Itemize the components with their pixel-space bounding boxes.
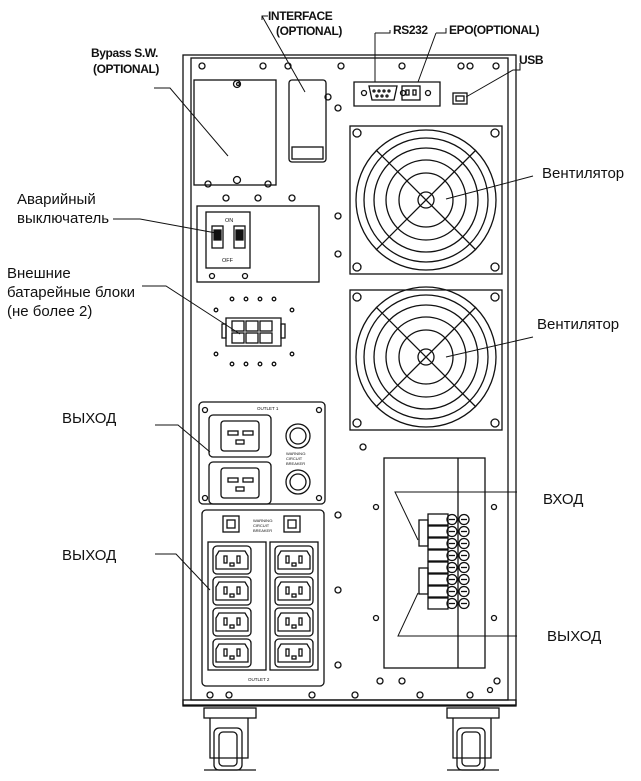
output-lower-label: ВЫХОД (62, 547, 117, 564)
terminal-panel (372, 457, 498, 694)
terminal-screw (427, 537, 470, 550)
fan-bottom-label: Вентилятор (537, 316, 620, 333)
terminal-screw (427, 525, 470, 538)
interface-slot (288, 79, 332, 163)
output-panel (198, 401, 326, 505)
battery-label-line2: батарейные блоки (7, 284, 136, 301)
terminal-screw (427, 561, 470, 574)
c13-outlet (274, 545, 314, 575)
c13-outlet (212, 638, 252, 668)
leader-lines (113, 15, 534, 637)
c13-outlet (274, 607, 314, 637)
bypass-label-line1: Bypass S.W. (91, 46, 158, 60)
breaker-off-mark: OFF (222, 258, 234, 264)
caster-right (446, 707, 500, 771)
bypass-label-line2: (OPTIONAL) (93, 62, 159, 76)
emergency-breaker (196, 205, 320, 283)
warning-top-line3: BREAKER (286, 461, 305, 466)
outlet2-mark: OUTLET 2 (248, 677, 270, 682)
output-upper-label: ВЫХОД (62, 410, 117, 427)
outlet1-mark: OUTLET 1 (257, 406, 279, 411)
rs232-epo-bracket (353, 81, 441, 107)
interface-label-line2: (OPTIONAL) (276, 24, 342, 38)
terminal-screw (427, 585, 470, 598)
c13-outlet (274, 638, 314, 668)
c13-outlet-grid (212, 545, 314, 668)
outlet-panel-c13 (201, 509, 325, 687)
input-label: ВХОД (543, 491, 584, 508)
breaker-on-mark: ON (225, 218, 233, 224)
battery-label-line3: (не более 2) (7, 303, 93, 320)
usb-label: USB (519, 53, 544, 67)
battery-label-line1: Внешние (7, 265, 71, 282)
top-screws (198, 62, 500, 258)
terminal-output-label: ВЫХОД (547, 628, 602, 645)
terminal-screw (427, 549, 470, 562)
cabinet-body (182, 54, 517, 707)
terminal-screw (427, 573, 470, 586)
battery-connector (213, 296, 295, 367)
fan-bottom (349, 286, 503, 431)
rs232-label: RS232 (393, 23, 428, 37)
warning-top-line2: CIRCUIT (286, 456, 303, 461)
warning-mid-line3: BREAKER (253, 528, 272, 533)
terminal-block (418, 513, 470, 610)
breaker-label-line1: Аварийный (17, 191, 96, 208)
bypass-switch-cover (193, 79, 277, 186)
breaker-label-line2: выключатель (17, 210, 110, 227)
interface-label-line1: INTERFACE (268, 9, 333, 23)
fan-top (349, 125, 503, 275)
warning-mid-line2: CIRCUIT (253, 523, 270, 528)
warning-mid-line1: WARNING: (253, 518, 273, 523)
caster-left (203, 707, 257, 771)
terminal-screw (427, 597, 470, 610)
usb-port (452, 62, 474, 105)
c13-outlet (274, 576, 314, 606)
fan-top-label: Вентилятор (542, 165, 625, 182)
terminal-screw (427, 513, 470, 526)
c13-outlet (212, 576, 252, 606)
epo-label: EPO(OPTIONAL) (449, 23, 540, 37)
c13-outlet (212, 607, 252, 637)
c13-outlet (212, 545, 252, 575)
bottom-screws (206, 443, 501, 699)
warning-top-line1: WARNING: (286, 451, 306, 456)
panel-print: ON OFF OUTLET 1 WARNING: CIRCUIT BREAKER… (222, 218, 306, 682)
